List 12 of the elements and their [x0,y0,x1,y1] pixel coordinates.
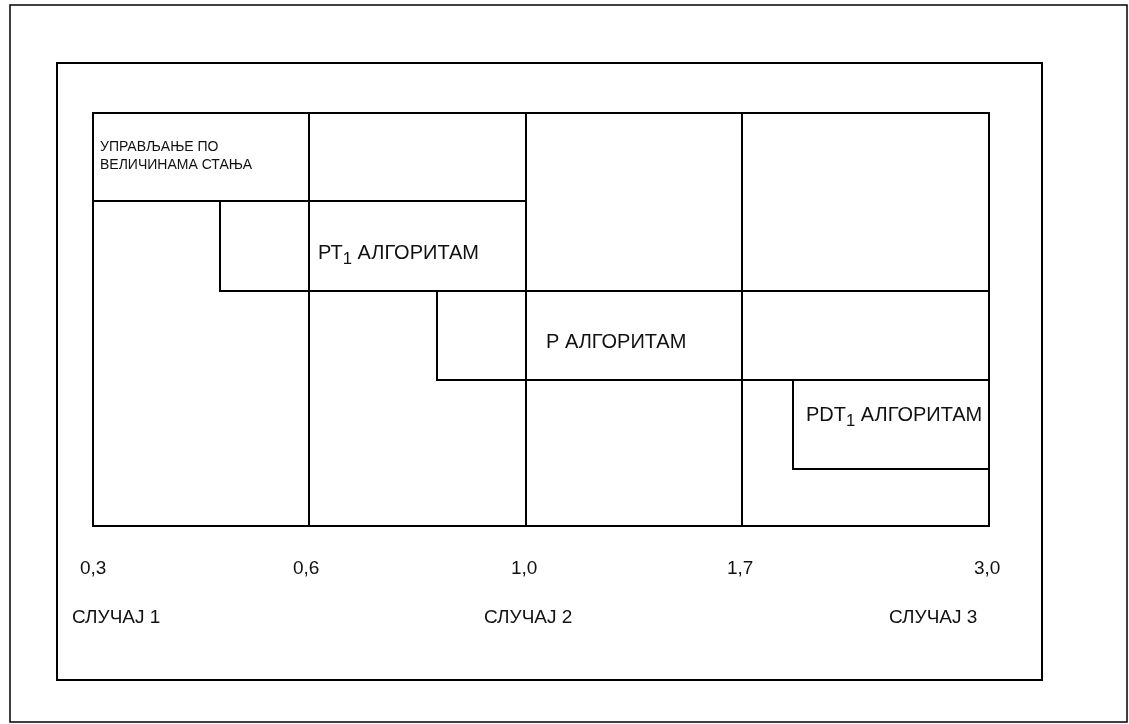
axis-tick-label: 3,0 [974,556,1001,580]
region-label: УПРАВЉАЊЕ ПО ВЕЛИЧИНАМА СТАЊА [100,138,310,173]
axis-tick-label: 0,6 [293,556,320,580]
case-label: СЛУЧАЈ 1 [72,605,161,629]
region-label: Р АЛГОРИТАМ [546,329,687,354]
case-label: СЛУЧАЈ 3 [889,605,978,629]
region-label: PDT$_{1}$ АЛГОРИТАМ [806,402,983,432]
region-label: РТ$_{1}$ АЛГОРИТАМ [318,240,479,270]
axis-tick-label: 0,3 [80,556,107,580]
case-label: СЛУЧАЈ 2 [484,605,573,629]
axis-tick-label: 1,0 [511,556,538,580]
axis-tick-label: 1,7 [727,556,754,580]
